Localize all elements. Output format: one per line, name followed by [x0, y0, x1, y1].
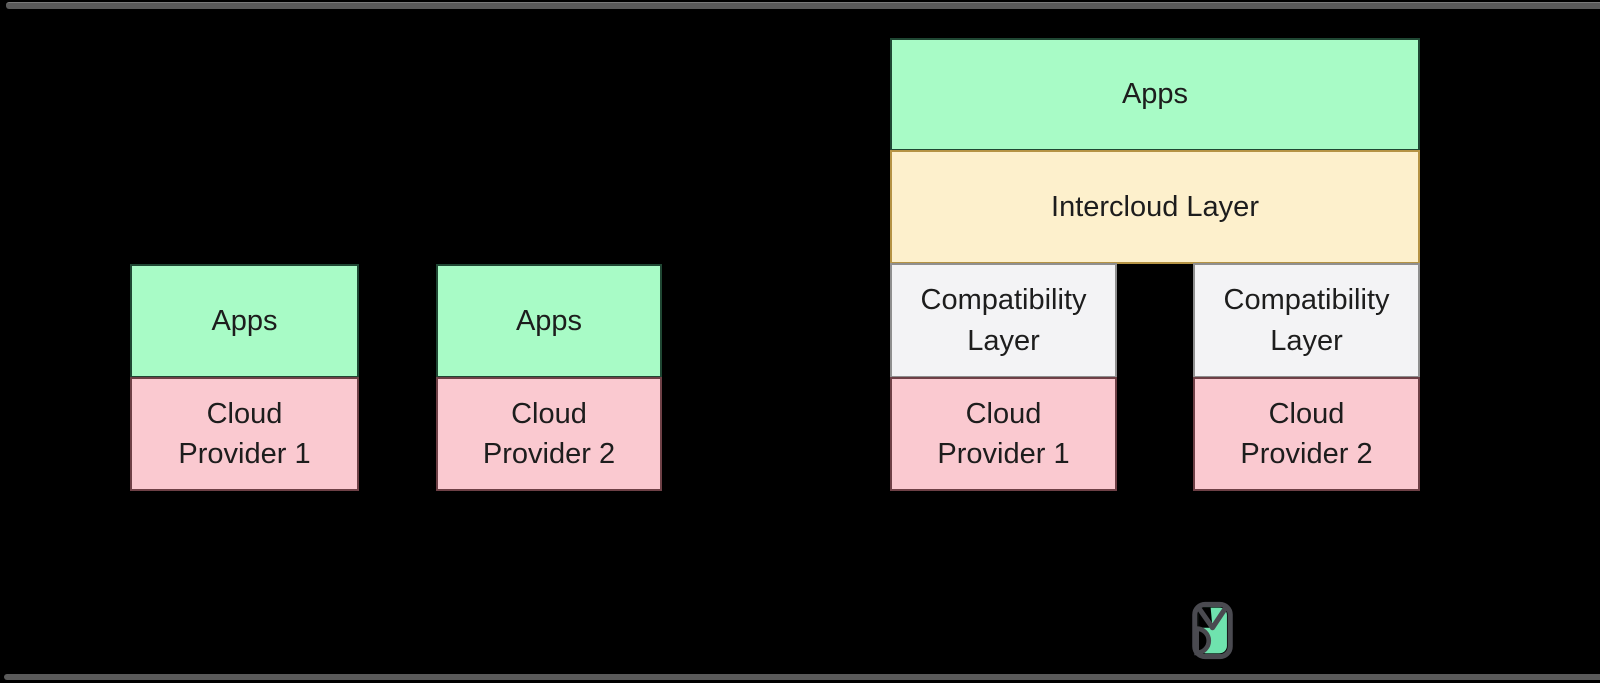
compatibility-layer-label: Compatibility Layer	[1223, 284, 1390, 357]
apps-label: Apps	[515, 304, 583, 337]
intercloud-layer-label: Intercloud Layer	[1051, 190, 1259, 223]
cloud-provider-1-label: Cloud Provider 1	[178, 397, 311, 470]
cloud-provider-1-box: Cloud Provider 1	[130, 377, 359, 491]
cloud-provider-2-label: Cloud Provider 2	[1240, 397, 1373, 470]
apps-box: Apps	[436, 264, 662, 378]
daily-dev-logo	[1192, 601, 1233, 660]
cloud-provider-2-box: Cloud Provider 2	[1193, 377, 1420, 491]
apps-box: Apps	[890, 38, 1420, 151]
apps-box: Apps	[130, 264, 359, 378]
cloud-provider-1-label: Cloud Provider 1	[937, 397, 1070, 470]
bottom-frame-bar	[4, 674, 1600, 680]
cloud-provider-2-box: Cloud Provider 2	[436, 377, 662, 491]
compatibility-layer-box: Compatibility Layer	[890, 263, 1117, 378]
top-frame-bar	[6, 2, 1600, 9]
daily-dev-logo-icon	[1192, 601, 1233, 660]
compatibility-layer-box: Compatibility Layer	[1193, 263, 1420, 378]
intercloud-layer-box: Intercloud Layer	[890, 150, 1420, 264]
compatibility-layer-label: Compatibility Layer	[920, 284, 1087, 357]
apps-label: Apps	[211, 304, 278, 337]
apps-label: Apps	[1121, 78, 1189, 111]
cloud-provider-2-label: Cloud Provider 2	[482, 397, 616, 470]
cloud-provider-1-box: Cloud Provider 1	[890, 377, 1117, 491]
